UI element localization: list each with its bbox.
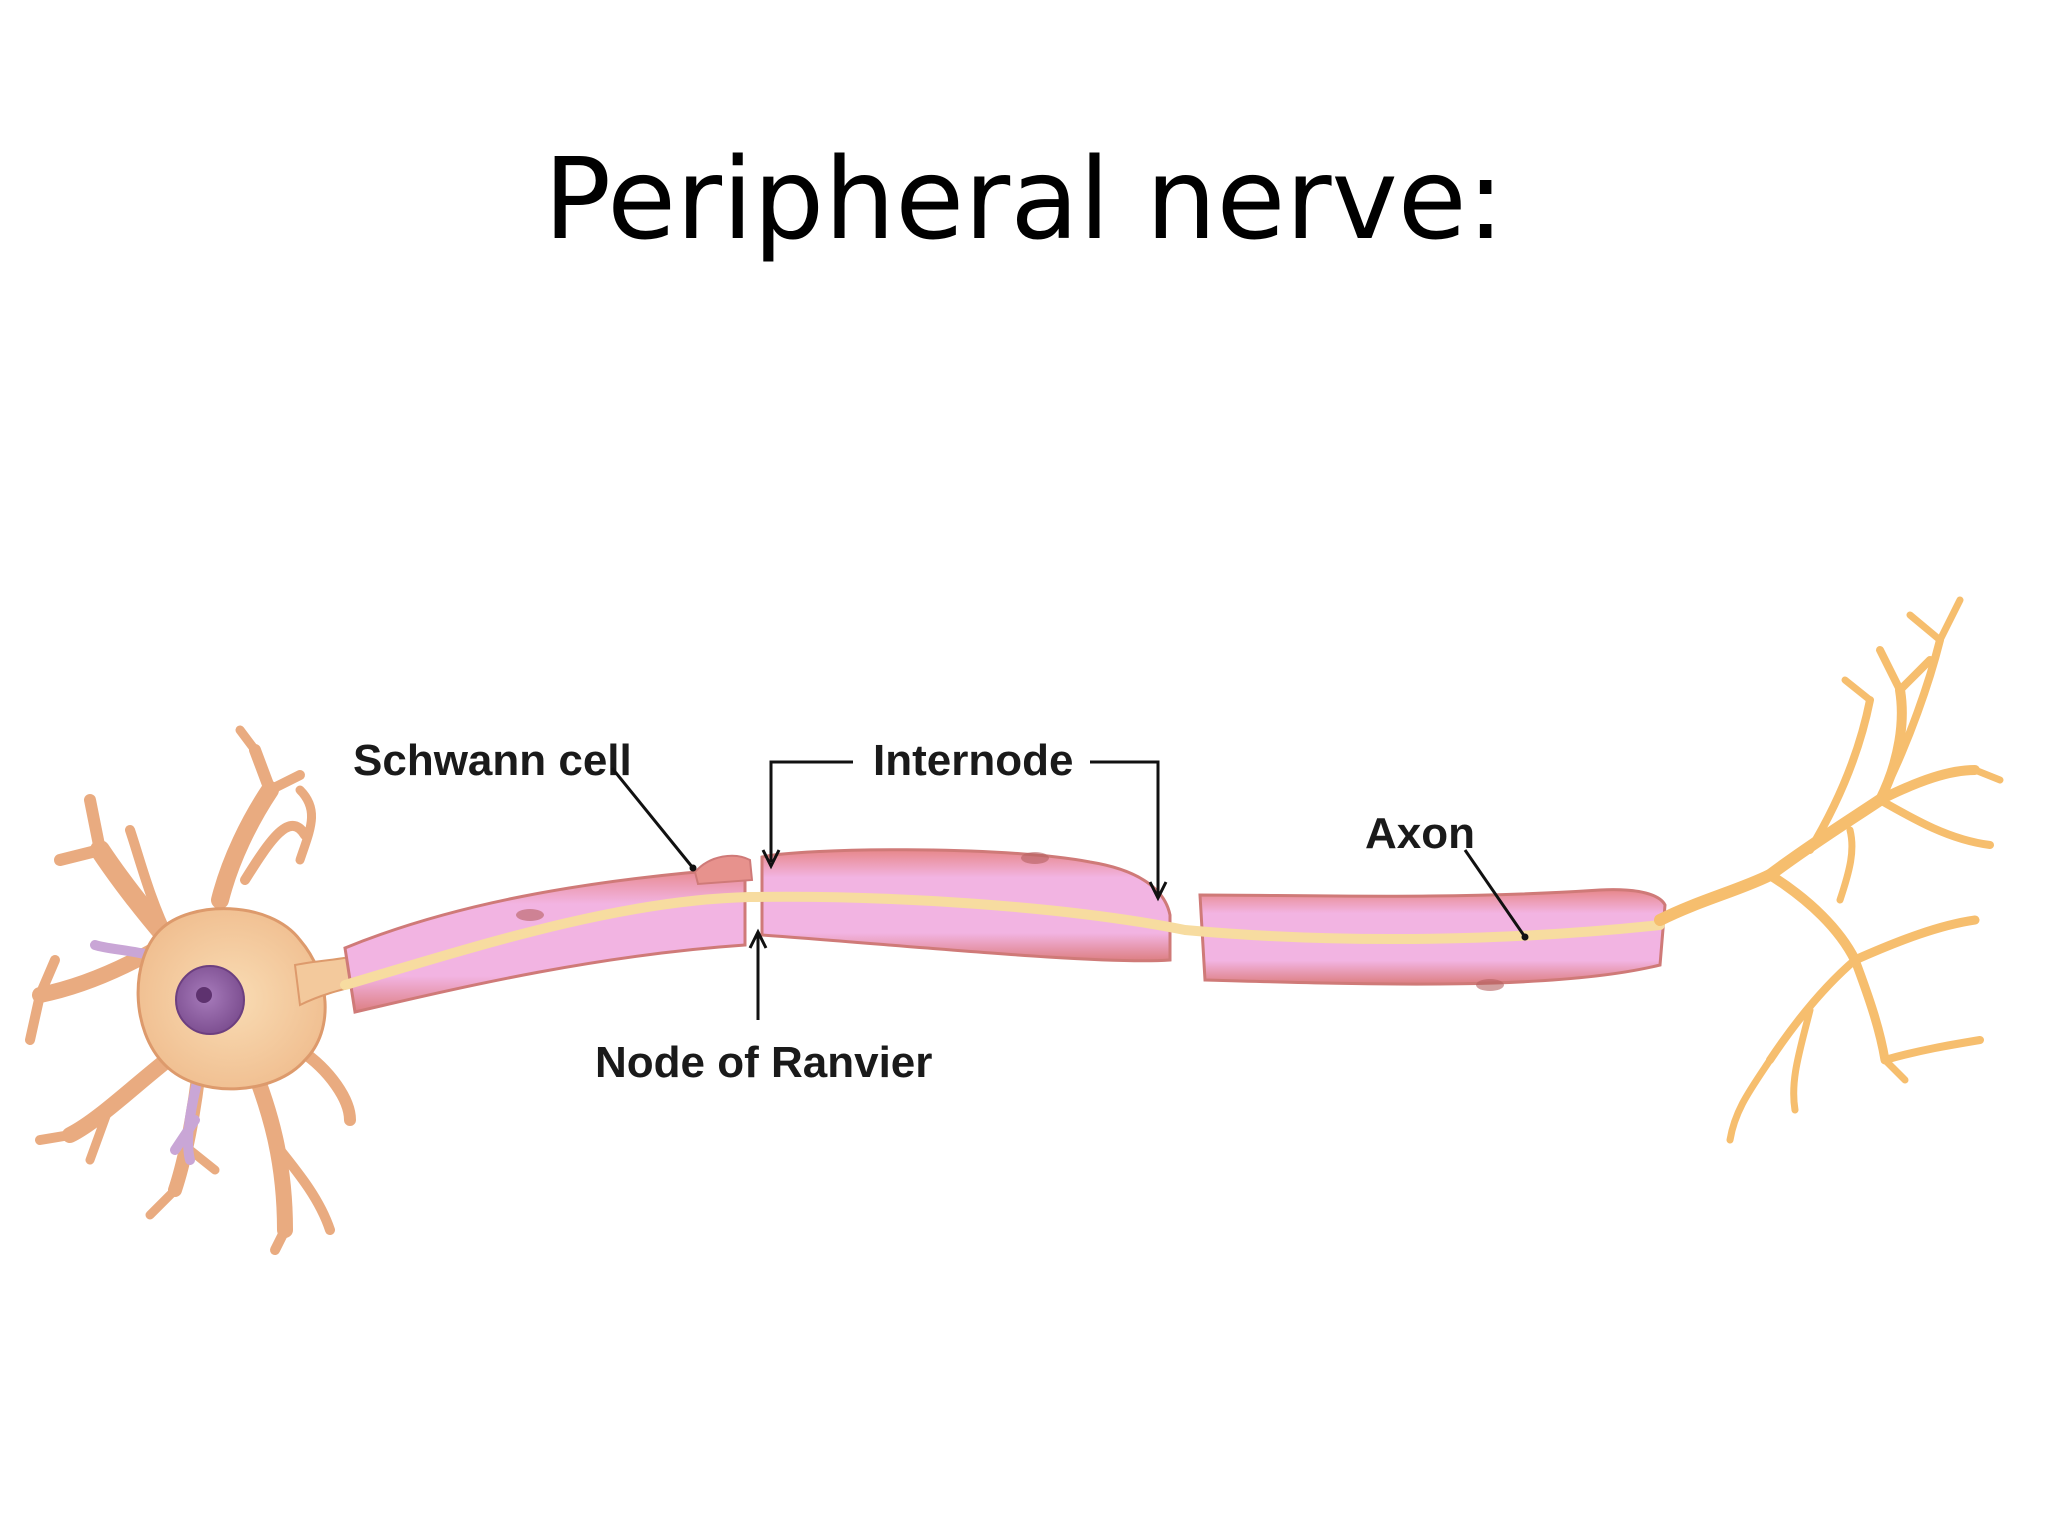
myelin-segment [343, 866, 747, 1014]
internode-bracket-left [769, 760, 853, 862]
axon-core [340, 891, 1665, 990]
leader-line-schwann-cell [610, 767, 695, 869]
labels: Schwann cell Internode Axon Node of Ranv… [353, 736, 1529, 1087]
schwann-cell [693, 854, 754, 886]
myelinated-axon [340, 848, 1667, 1014]
slide-title: Peripheral nerve: [543, 135, 1505, 265]
label-schwann-cell: Schwann cell [353, 736, 632, 785]
axon-terminal [1654, 596, 2004, 1144]
internode-bracket-right [1090, 760, 1160, 895]
label-internode: Internode [873, 736, 1073, 785]
label-axon: Axon [1365, 809, 1475, 858]
cell-body [25, 725, 361, 1255]
leader-line-axon [1463, 849, 1527, 938]
label-node-of-ranvier: Node of Ranvier [595, 1038, 932, 1087]
